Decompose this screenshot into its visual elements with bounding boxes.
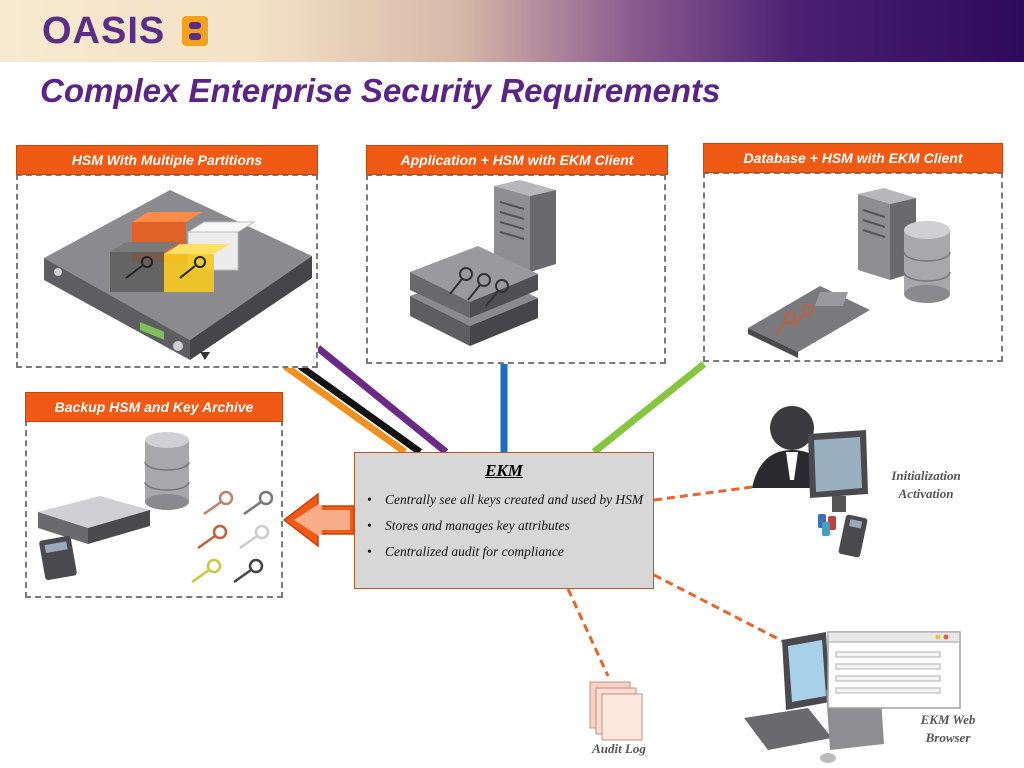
initialization-caption: Initialization Activation [876,467,976,503]
oasis-logo: OASIS [42,10,166,52]
ekm-bullet: Centralized audit for compliance [365,543,645,560]
browser-label: Browser [925,730,971,745]
backup-header: Backup HSM and Key Archive [25,392,283,422]
ekm-bullet: Centrally see all keys created and used … [365,491,645,508]
web-browser-caption: EKM Web Browser [900,711,996,747]
ekm-bullet: Stores and manages key attributes [365,517,645,534]
ekm-bullet-list: Centrally see all keys created and used … [365,491,645,569]
initialization-label: Initialization [891,468,961,483]
activation-label: Activation [898,486,954,501]
application-header: Application + HSM with EKM Client [366,145,668,175]
database-header: Database + HSM with EKM Client [703,143,1003,173]
ekm-web-label: EKM Web [920,712,976,727]
ekm-title: EKM [485,461,523,480]
ekm-box: EKM Centrally see all keys created and u… [354,452,654,589]
audit-log-caption: Audit Log [592,741,646,756]
hsm-partitions-header: HSM With Multiple Partitions [16,145,318,175]
oasis-logo-mark-icon [182,16,208,46]
header-bar [0,0,1024,62]
page-title: Complex Enterprise Security Requirements [40,72,721,109]
